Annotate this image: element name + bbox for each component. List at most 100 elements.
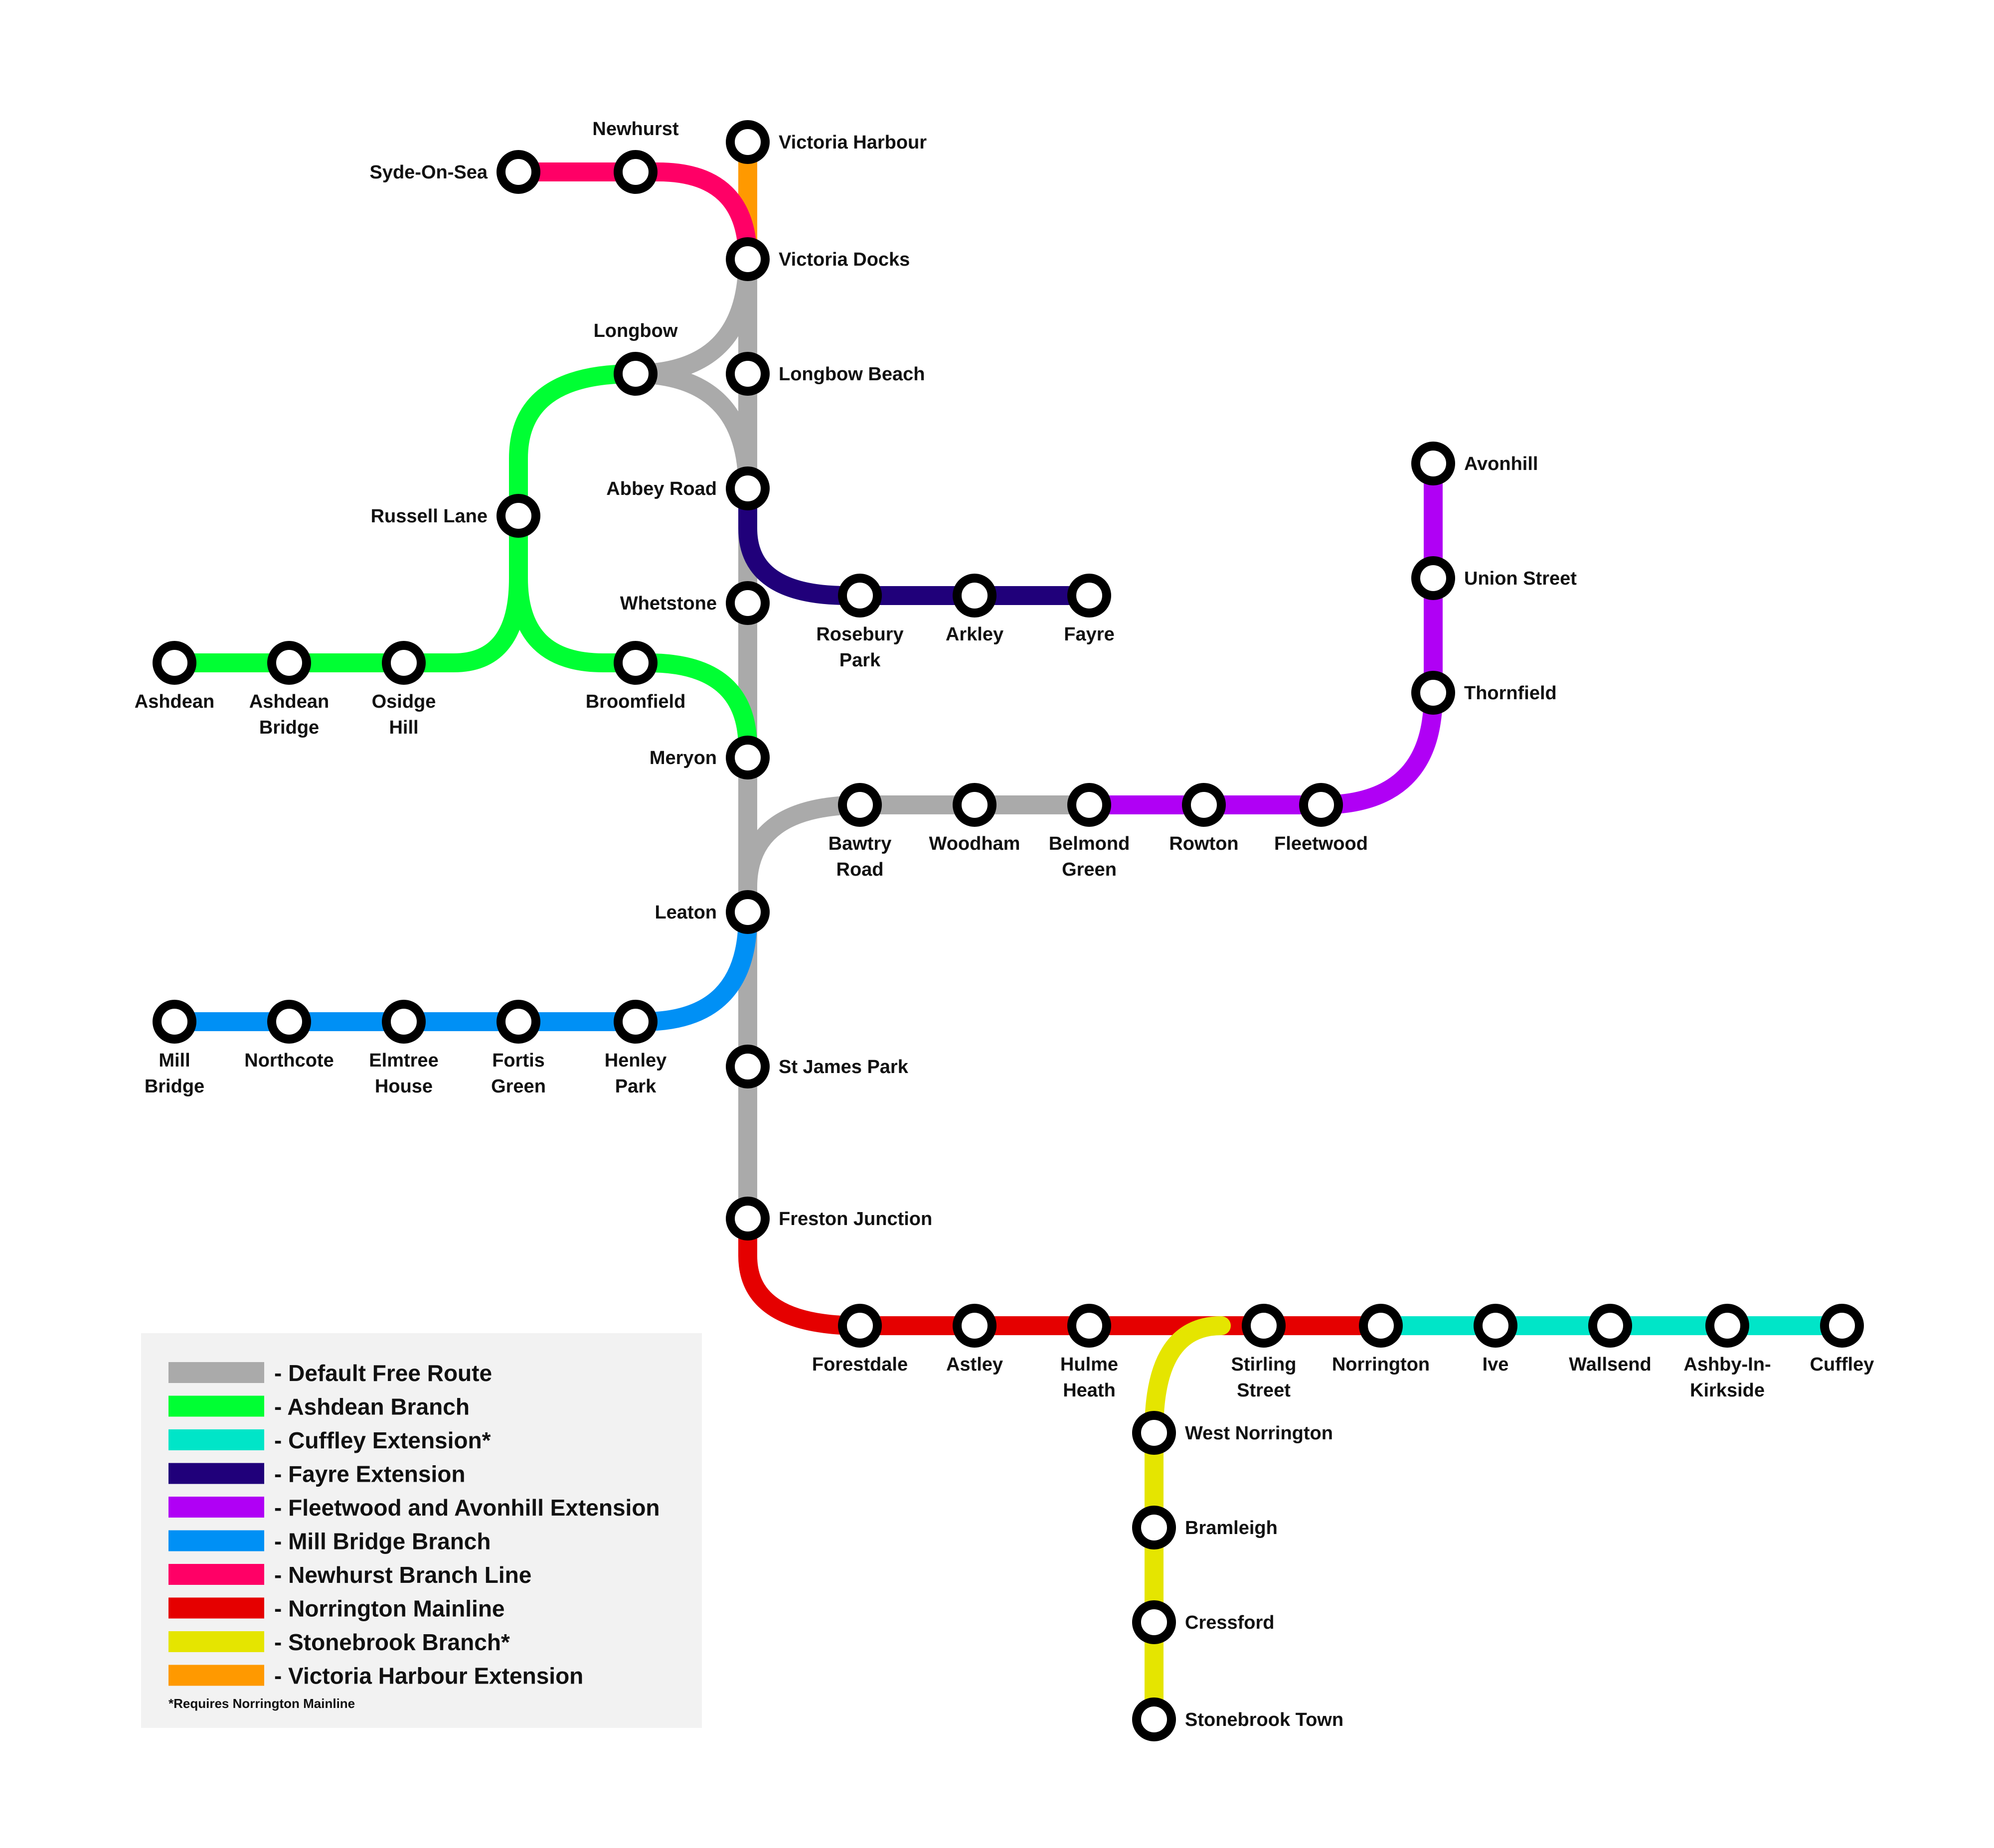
station-syde-on-sea: Syde-On-Sea (369, 150, 540, 194)
station-marker (1474, 1304, 1517, 1348)
legend: - Default Free Route - Ashdean Branch - Cu… (141, 1333, 702, 1728)
station-label: Cressford (1185, 1612, 1275, 1633)
station-marker (497, 150, 540, 194)
station-forestdale: Forestdale (812, 1304, 908, 1375)
station-label: Union Street (1464, 568, 1577, 589)
station-marker (1299, 783, 1343, 827)
station-label: Arkley (946, 624, 1003, 645)
legend-item-ashdean: - Ashdean Branch (168, 1394, 470, 1420)
station-marker (1067, 574, 1111, 617)
legend-label: - Cuffley Extension* (274, 1427, 491, 1453)
station-ive: Ive (1474, 1304, 1517, 1375)
legend-swatch (168, 1665, 264, 1686)
station-label: Victoria Harbour (779, 132, 927, 153)
fayre-extension-line (738, 479, 1099, 605)
station-marker (838, 1304, 882, 1348)
station-label: Meryon (650, 748, 717, 769)
route-lines (165, 133, 1851, 1734)
station-marker (726, 581, 770, 625)
legend-label: - Victoria Harbour Extension (274, 1663, 583, 1689)
station-label: Whetstone (620, 593, 717, 614)
station-marker (497, 494, 540, 538)
station-marker (1588, 1304, 1632, 1348)
legend-item-norrington: - Norrington Mainline (168, 1596, 505, 1622)
station-marker (1132, 1506, 1176, 1549)
legend-item-default: - Default Free Route (168, 1360, 492, 1386)
legend-item-stonebrook: - Stonebrook Branch* (168, 1629, 510, 1655)
station-broomfield: Broomfield (586, 641, 686, 712)
station-label: Ashby-In-Kirkside (1683, 1354, 1771, 1401)
station-label: Broomfield (586, 691, 686, 712)
station-label: Freston Junction (779, 1209, 932, 1230)
station-label: West Norrington (1185, 1423, 1333, 1444)
legend-label: - Default Free Route (274, 1360, 492, 1386)
station-marker (726, 352, 770, 396)
station-label: Norrington (1332, 1354, 1430, 1375)
legend-label: - Fleetwood and Avonhill Extension (274, 1495, 660, 1521)
station-label: Ashdean (135, 691, 214, 712)
station-label: Wallsend (1569, 1354, 1651, 1375)
station-label: St James Park (779, 1057, 909, 1078)
station-ashdean: Ashdean (135, 641, 214, 712)
legend-swatch (168, 1395, 264, 1417)
station-marker (614, 1000, 658, 1044)
station-marker (1132, 1697, 1176, 1741)
station-longbow: Longbow (594, 320, 678, 396)
station-label: Woodham (929, 833, 1020, 854)
legend-item-victoria: - Victoria Harbour Extension (168, 1663, 583, 1689)
station-label: Stonebrook Town (1185, 1709, 1343, 1730)
station-marker (1705, 1304, 1749, 1348)
station-meryon: Meryon (650, 736, 770, 779)
station-label: Syde-On-Sea (369, 162, 488, 183)
station-label: Fleetwood (1274, 833, 1368, 854)
station-marker (1067, 783, 1111, 827)
station-label: Longbow (594, 320, 678, 341)
station-label: Cuffley (1810, 1354, 1874, 1375)
legend-label: - Mill Bridge Branch (274, 1529, 491, 1554)
station-label: Fayre (1064, 624, 1114, 645)
station-ashby-in-kirkside: Ashby-In-Kirkside (1683, 1304, 1771, 1401)
station-marker (1182, 783, 1226, 827)
station-arkley: Arkley (946, 574, 1003, 645)
station-label: Northcote (244, 1050, 333, 1071)
legend-label: - Ashdean Branch (274, 1394, 470, 1420)
station-marker (1132, 1600, 1176, 1644)
newhurst-branch-line (509, 162, 757, 269)
station-woodham: Woodham (929, 783, 1020, 854)
station-marker (497, 1000, 540, 1044)
station-marker (726, 1045, 770, 1088)
station-marker (1411, 556, 1455, 600)
station-wallsend: Wallsend (1569, 1304, 1652, 1375)
station-label: Russell Lane (371, 506, 488, 527)
station-label: Forestdale (812, 1354, 908, 1375)
station-west-norrington: West Norrington (1132, 1411, 1333, 1455)
station-longbow-beach: Longbow Beach (726, 352, 925, 396)
station-bramleigh: Bramleigh (1132, 1506, 1278, 1549)
station-marker (1359, 1304, 1403, 1348)
station-cuffley: Cuffley (1810, 1304, 1874, 1375)
mill-bridge-branch-line (165, 908, 757, 1031)
station-label: Rowton (1169, 833, 1238, 854)
station-st-james-park: St James Park (726, 1045, 909, 1088)
station-marker (953, 1304, 997, 1348)
station-marker (726, 466, 770, 510)
legend-label: - Norrington Mainline (274, 1596, 505, 1622)
station-marker (1242, 1304, 1286, 1348)
station-marker (1411, 671, 1455, 715)
legend-swatch (168, 1463, 264, 1484)
station-marker (267, 641, 311, 685)
